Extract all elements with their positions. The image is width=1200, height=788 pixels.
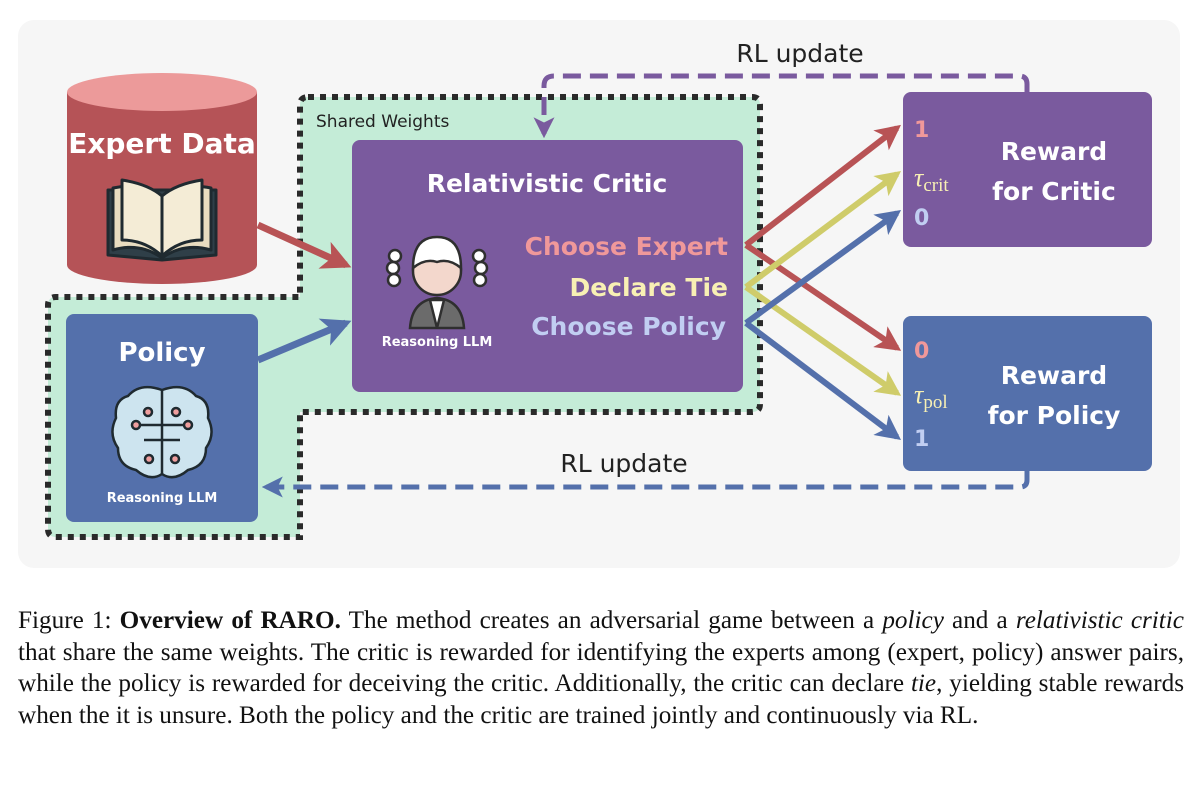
caption-seg-0: The method creates an adversarial game b…	[340, 607, 883, 634]
tau-symbol: τ	[914, 163, 925, 192]
caption-bold-title: Overview of RARO.	[119, 607, 341, 634]
policy-icon-label: Reasoning LLM	[107, 491, 218, 506]
caption-seg-1: policy	[882, 607, 944, 634]
policy-title: Policy	[118, 338, 205, 368]
reward-policy-box	[903, 316, 1152, 471]
caption-seg-5: tie	[910, 670, 937, 697]
policy-to-critic-reward-arrow	[744, 210, 902, 326]
policy-to-policy-reward-arrow	[744, 320, 902, 441]
caption-prefix: Figure 1:	[18, 607, 120, 634]
expert-data-cylinder: Expert Data	[67, 73, 257, 284]
figure-caption: Figure 1: Overview of RARO. The method c…	[18, 605, 1184, 731]
rl-update-bottom-label: RL update	[560, 449, 687, 478]
expert-to-critic-arrow	[256, 221, 352, 269]
tau-symbol: τ	[914, 380, 925, 409]
critic-icon-label: Reasoning LLM	[382, 335, 493, 350]
rl-update-top-label: RL update	[736, 39, 863, 68]
open-book-icon	[106, 178, 218, 262]
caption-seg-4: that share the same weights. The critic …	[18, 638, 1184, 698]
reward-policy-value-policy: 1	[914, 427, 929, 452]
critic-title: Relativistic Critic	[427, 169, 668, 198]
caption-seg-6: , yielding stable rewards when the it is…	[18, 670, 1184, 729]
policy-to-critic-arrow	[256, 318, 352, 364]
rl-update-critic-arrow	[533, 73, 1030, 139]
reward-policy-title-line1: Reward	[1001, 361, 1107, 390]
shared-weights-label: Shared Weights	[316, 112, 449, 132]
reward-critic-title-line1: Reward	[1001, 137, 1107, 166]
brain-circuit-icon	[111, 385, 213, 479]
reward-critic-box	[903, 92, 1152, 247]
choose-policy-option: Choose Policy	[531, 312, 726, 341]
declare-tie-option: Declare Tie	[569, 273, 728, 302]
reward-policy-value-expert: 0	[914, 339, 929, 364]
critic-output-arrows	[744, 124, 902, 441]
reward-critic-title-line2: for Critic	[992, 177, 1116, 206]
tie-to-critic-reward-arrow	[744, 170, 902, 290]
expert-to-critic-reward-arrow	[744, 124, 901, 248]
reward-critic-value-expert: 1	[914, 118, 929, 143]
raro-diagram: Shared Weights Expert Data Relativistic …	[45, 39, 1152, 540]
expert-to-policy-reward-arrow	[744, 242, 902, 351]
caption-seg-3: relativistic critic	[1015, 607, 1184, 634]
tau-subscript: crit	[923, 175, 949, 196]
expert-data-title: Expert Data	[68, 127, 256, 160]
reward-critic-value-policy: 0	[914, 206, 929, 231]
choose-expert-option: Choose Expert	[525, 232, 728, 261]
rl-update-policy-arrow	[261, 471, 1030, 498]
judge-icon	[385, 235, 489, 330]
reward-critic-value-tie: τcrit	[914, 163, 949, 196]
caption-seg-2: and a	[943, 607, 1016, 634]
reward-policy-title-line2: for Policy	[988, 401, 1121, 430]
tau-subscript: pol	[923, 392, 947, 413]
reward-policy-value-tie: τpol	[914, 380, 948, 413]
